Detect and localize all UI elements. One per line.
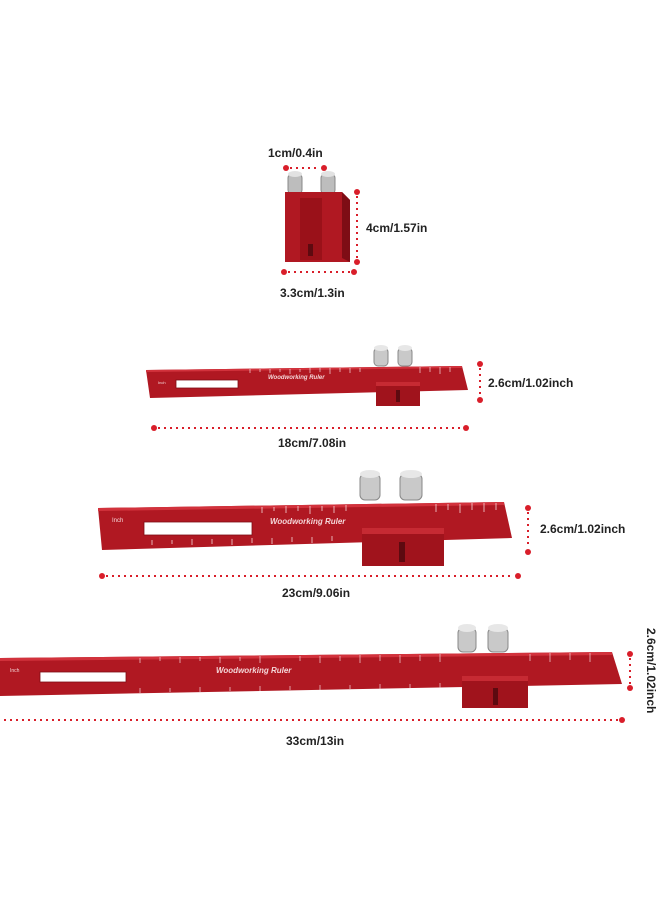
ruler-18cm-image: [146, 345, 483, 431]
block-width-small-label: 1cm/0.4in: [268, 146, 323, 160]
ruler-23cm-width-label: 2.6cm/1.02inch: [540, 522, 626, 536]
block-height-label: 4cm/1.57in: [366, 221, 428, 235]
block-image: [285, 171, 350, 262]
ruler-23cm: Inch Woodworking Ruler: [92, 468, 532, 588]
ruler-33cm-image: [0, 624, 633, 723]
ruler-18cm-unit-mark: Inch: [158, 380, 166, 385]
ruler-33cm: Inch Woodworking Ruler: [0, 620, 640, 730]
ruler-18cm-width-label: 2.6cm/1.02inch: [488, 376, 574, 390]
block-dimension-lines: [281, 165, 360, 275]
ruler-33cm-width-label: 2.6cm/1.02inch: [644, 628, 658, 714]
block-product: [270, 140, 380, 300]
ruler-23cm-unit-mark: Inch: [112, 518, 124, 524]
ruler-18cm-ticks: [249, 367, 451, 374]
ruler-18cm: Inch Woodworking Ruler: [140, 340, 500, 440]
ruler-18cm-length-label: 18cm/7.08in: [278, 436, 347, 450]
ruler-33cm-ticks: [139, 653, 591, 693]
ruler-23cm-engraving: Woodworking Ruler: [270, 517, 346, 526]
ruler-33cm-engraving: Woodworking Ruler: [216, 666, 292, 675]
ruler-23cm-image: [98, 470, 531, 579]
ruler-33cm-unit-mark: Inch: [10, 668, 20, 674]
ruler-23cm-ticks: [151, 503, 497, 545]
ruler-18cm-engraving: Woodworking Ruler: [268, 375, 325, 381]
ruler-33cm-length-label: 33cm/13in: [286, 734, 345, 748]
block-width-label: 3.3cm/1.3in: [280, 286, 345, 300]
ruler-23cm-length-label: 23cm/9.06in: [282, 586, 351, 600]
